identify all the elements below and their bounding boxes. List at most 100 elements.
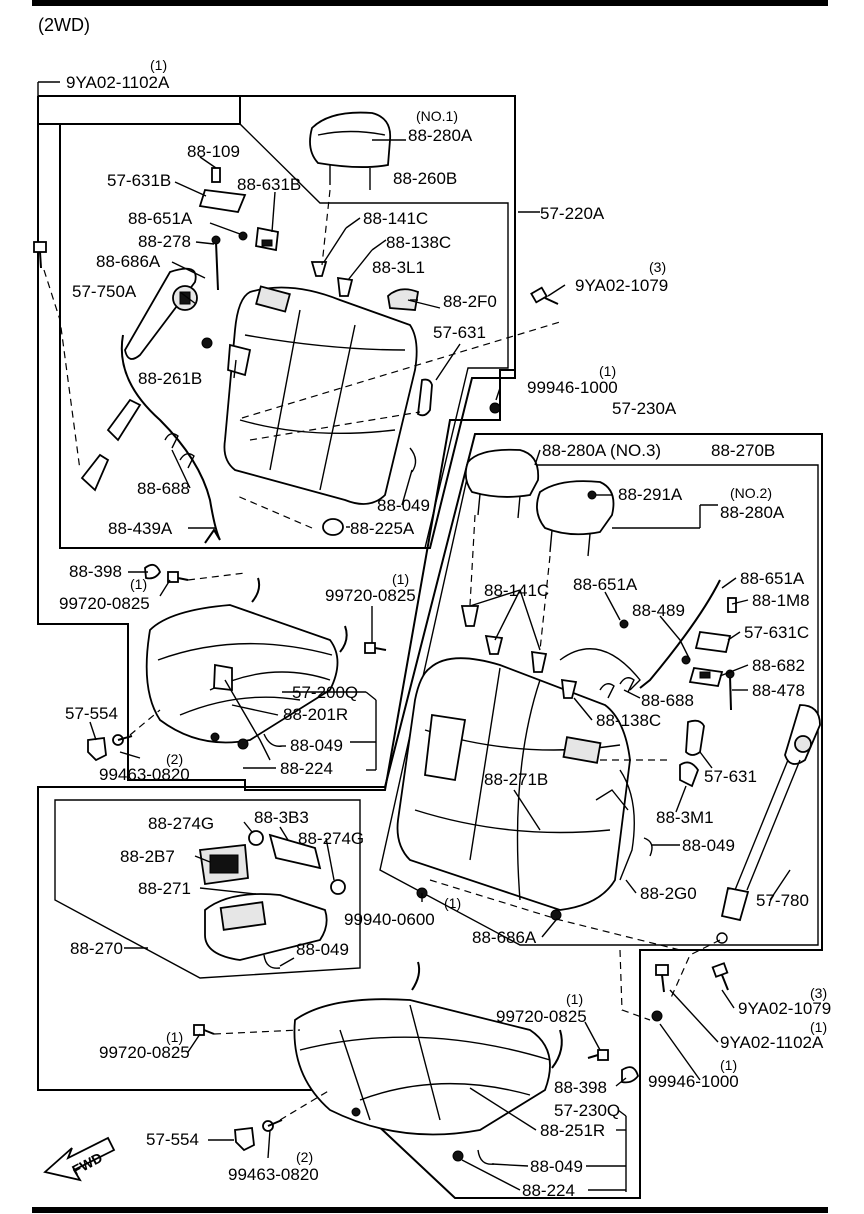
label-57-780: 57-780: [756, 891, 809, 910]
label-88-2G0: 88-2G0: [640, 884, 697, 903]
label-99720-0825-c-qty: (1): [166, 1029, 183, 1045]
label-88-270: 88-270: [70, 939, 123, 958]
label-99946-1000-a-qty: (1): [599, 363, 616, 379]
clip-88-049-right: [643, 837, 653, 857]
label-9YA02-1102A-b-qty: (1): [810, 1019, 827, 1035]
cable-88-439A: [120, 334, 221, 544]
rod-88-489: [639, 579, 721, 689]
label-99463-0820-b: 99463-0820: [228, 1165, 319, 1184]
label-99720-0825-d: 99720-0825: [496, 1007, 587, 1026]
label-88-439A: 88-439A: [108, 519, 173, 538]
dash-left-4: [249, 411, 421, 441]
dash-right-5: [669, 939, 721, 1001]
label-88-251R: 88-251R: [540, 1121, 605, 1140]
label-88-049-c: 88-049: [682, 836, 735, 855]
label-88-278: 88-278: [138, 232, 191, 251]
label-88-280A-a: 88-280A: [408, 126, 473, 145]
bolt-99720-0825-b: [364, 642, 387, 654]
dash-cushion-l1: [187, 572, 246, 581]
label-99940-0600-qty: (1): [444, 895, 461, 911]
clip-88-049-e: [477, 1149, 495, 1165]
dash-left-2: [321, 189, 331, 266]
guide-88-141C-right: [460, 605, 548, 673]
bracket-88-682: [688, 666, 724, 688]
belt-57-780: [716, 704, 821, 944]
label-99463-0820-a: 99463-0820: [99, 765, 190, 784]
label-88-141C-a: 88-141C: [363, 209, 428, 228]
label-88-049-e: 88-049: [530, 1157, 583, 1176]
bolt-88-651A-r1: [619, 619, 629, 629]
label-99463-0820-b-qty: (2): [296, 1149, 313, 1165]
label-99463-0820-a-qty: (2): [166, 751, 183, 767]
frame-57-220A-outer: [37, 96, 515, 791]
label-57-554-b: 57-554: [146, 1130, 199, 1149]
clip-88-049-left: [409, 447, 417, 473]
frame-57-230A: [37, 433, 823, 1199]
nut-88-224-a: [210, 732, 249, 750]
fwd-arrow-icon: [43, 1136, 116, 1182]
label-88-686A-b: 88-686A: [472, 928, 537, 947]
cover-57-554-a: [87, 736, 107, 762]
label-88-224-a: 88-224: [280, 759, 333, 778]
bolt-99463-0820-b: [262, 1119, 283, 1132]
label-88-398-a: 88-398: [69, 562, 122, 581]
label-88-651A-a: 88-651A: [128, 209, 193, 228]
label-9YA02-1102A-top-qty: (1): [150, 57, 167, 73]
seatback-left: [223, 285, 418, 505]
label-9YA02-1079-a-qty: (3): [649, 259, 666, 275]
label-57-230A-a: 57-230A: [612, 399, 677, 418]
bolt-9YA02-1079-b: [711, 962, 729, 991]
label-88-271: 88-271: [138, 879, 191, 898]
label-9YA02-1102A-b: 9YA02-1102A: [720, 1033, 824, 1052]
label-88-049-a: 88-049: [377, 496, 430, 515]
bolt-9YA02-1079-a: [530, 286, 559, 305]
nut-88-686A-right: [550, 909, 562, 921]
leader-lines: [89, 139, 791, 1192]
label-57-220A: 57-220A: [540, 204, 605, 223]
label-9YA02-1079-a: 9YA02-1079: [575, 276, 668, 295]
label-88-049-b: 88-049: [290, 736, 343, 755]
label-88-201R: 88-201R: [283, 705, 348, 724]
cover-57-631B: [198, 189, 247, 213]
label-99720-0825-c: 99720-0825: [99, 1043, 190, 1062]
cupholder-88-2B7: [198, 844, 249, 886]
label-57-631-b: 57-631: [704, 767, 757, 786]
label-no1: (NO.1): [416, 108, 458, 124]
label-88-682: 88-682: [752, 656, 805, 675]
bolt-99463-0820-a: [112, 734, 133, 746]
bracket-88-3B3: [268, 833, 322, 870]
label-88-271B: 88-271B: [484, 770, 548, 789]
headrest-no2: [536, 480, 615, 557]
label-99720-0825-d-qty: (1): [566, 991, 583, 1007]
bolt-9YA02-1102A-top: [33, 241, 47, 269]
dash-right-4: [429, 879, 681, 951]
buckle-left: [80, 398, 142, 492]
label-99946-1000-a: 99946-1000: [527, 378, 618, 397]
label-88-631B: 88-631B: [237, 175, 301, 194]
variant-label: (2WD): [38, 15, 90, 35]
label-99946-1000-b: 99946-1000: [648, 1072, 739, 1091]
label-88-138C-b: 88-138C: [596, 711, 661, 730]
headrest-no1: [309, 111, 392, 190]
label-99720-0825-a: 99720-0825: [59, 594, 150, 613]
label-88-270B: 88-270B: [711, 441, 775, 460]
label-88-3M1: 88-3M1: [656, 808, 714, 827]
nut-88-686A-left: [201, 337, 213, 349]
bolt-99720-0825-c: [193, 1024, 215, 1036]
nut-99946-1000-a: [489, 402, 501, 414]
label-88-398-b: 88-398: [554, 1078, 607, 1097]
label-88-261B: 88-261B: [138, 369, 202, 388]
seatback-right: [396, 657, 631, 911]
label-9YA02-1102A-top: 9YA02-1102A: [66, 73, 170, 92]
cable-88-688-right: [559, 648, 641, 691]
label-no2: (NO.2): [730, 485, 772, 501]
clip-88-688-right: [599, 677, 635, 699]
label-88-686A-a: 88-686A: [96, 252, 161, 271]
label-88-688-a: 88-688: [137, 479, 190, 498]
label-88-141C-b: 88-141C: [484, 581, 549, 600]
clip-88-398-a: [144, 563, 162, 580]
bolt-99720-0825-d: [587, 1049, 609, 1061]
dash-cushion-l2: [129, 709, 161, 736]
label-88-651A-b: 88-651A: [573, 575, 638, 594]
